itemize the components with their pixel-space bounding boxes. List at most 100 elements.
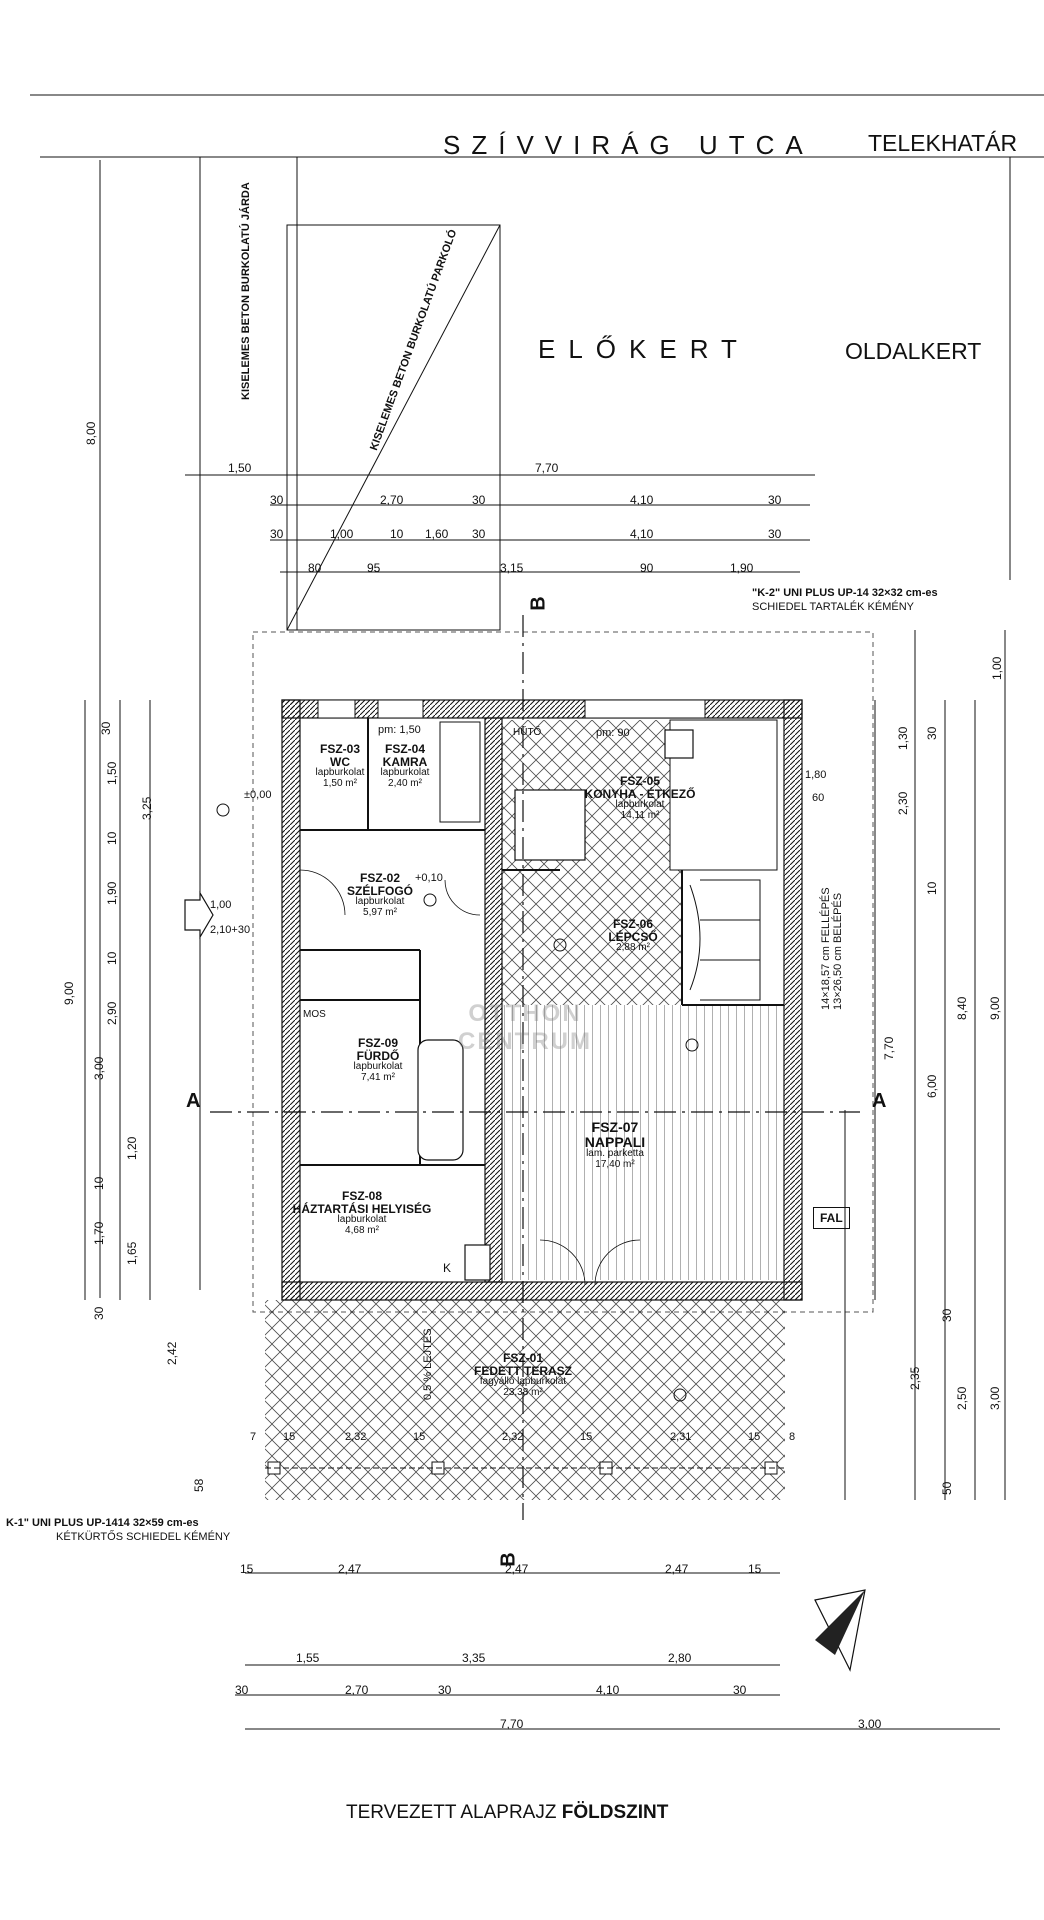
dim-left-a4: 10: [105, 951, 119, 965]
dim-top-3b: 1,00: [330, 527, 354, 541]
slope-note: 0,5 % LEJTÉS: [422, 1328, 434, 1400]
k-label: K: [443, 1261, 452, 1275]
dim-terr-5: 15: [580, 1431, 593, 1443]
entrance-height: 2,10+30: [210, 924, 251, 936]
street-name: SZÍVVIRÁG UTCA: [443, 130, 814, 160]
dim-bot-3a: 30: [235, 1683, 249, 1697]
pm-90: pm: 90: [596, 727, 630, 739]
dim-left-b0: 3,25: [140, 796, 154, 820]
front-garden-label: ELŐKERT: [538, 334, 750, 364]
dim-bot-2a: 1,55: [296, 1651, 320, 1665]
dimension-lines: [84, 160, 1006, 1730]
dim-top-2e: 30: [768, 493, 782, 507]
parking-diagonal: [286, 224, 501, 631]
pm-150: pm: 1,50: [378, 724, 421, 736]
chimney-k1-sub: KÉTKÜRTŐS SCHIEDEL KÉMÉNY: [56, 1530, 231, 1543]
dim-right-a5: 30: [940, 1308, 954, 1322]
entrance-width: 1,00: [210, 899, 232, 911]
top-windows: [317, 699, 706, 719]
dim-terr-0: 7: [250, 1431, 257, 1443]
dim-bot-3d: 4,10: [596, 1683, 620, 1697]
dim-right-a6: 2,35: [908, 1366, 922, 1390]
room-kitchen: FSZ-05 KONYHA - ÉTKEZŐ lapburkolat 14,11…: [584, 774, 696, 821]
door-swings: [299, 869, 641, 1286]
dim-bot-3c: 30: [438, 1683, 452, 1697]
dim-bot-1b: 2,47: [338, 1562, 362, 1576]
chimney-k1: [464, 1244, 491, 1281]
chimney-k1-title: K-1" UNI PLUS UP-1414 32×59 cm-es: [6, 1517, 199, 1529]
dim-left-a9: 1,70: [92, 1221, 106, 1245]
chimney-k1-note: K-1" UNI PLUS UP-1414 32×59 cm-es KÉTKÜR…: [6, 1517, 230, 1545]
dim-left-b1: 1,65: [125, 1241, 139, 1265]
dim-right-a3: 2,30: [896, 791, 910, 815]
dim-bot-1e: 15: [748, 1562, 762, 1576]
sidewalk-note: KISELEMES BETON BURKOLATÚ JÁRDA: [240, 182, 252, 400]
dim-terr-1: 15: [283, 1431, 296, 1443]
dim-top-1a: 1,50: [228, 461, 252, 475]
dim-left-a1: 1,50: [105, 761, 119, 785]
dim-top-3e: 30: [472, 527, 486, 541]
room-utility: FSZ-08 HÁZTARTÁSI HELYISÉG lapburkolat 4…: [292, 1189, 432, 1236]
side-garden-label: OLDALKERT: [845, 338, 982, 364]
dim-right-b5: 2,50: [955, 1386, 969, 1410]
dim-left-a8: 1,20: [125, 1136, 139, 1160]
dim-right-a1: 1,30: [896, 726, 910, 750]
dim-60: 60: [812, 792, 825, 804]
chimney-k2-sub: SCHIEDEL TARTALÉK KÉMÉNY: [752, 600, 914, 613]
dim-58: 58: [192, 1478, 206, 1492]
dim-left-front: 8,00: [84, 421, 98, 445]
dim-left-a2: 10: [105, 831, 119, 845]
dim-right-a2: 30: [925, 726, 939, 740]
dim-bot-2c: 2,80: [668, 1651, 692, 1665]
dim-bot-4b: 3,00: [858, 1717, 882, 1731]
dim-top-2a: 30: [270, 493, 284, 507]
dim-180: 1,80: [805, 769, 827, 781]
dim-242: 2,42: [165, 1341, 179, 1365]
chimney-k2-note: "K-2" UNI PLUS UP-14 32×32 cm-es SCHIEDE…: [752, 587, 938, 615]
dim-bot-4a: 7,70: [500, 1717, 524, 1731]
dim-top-4b: 95: [367, 561, 381, 575]
room-kamra: FSZ-04 KAMRA lapburkolat 2,40 m²: [380, 742, 430, 789]
dim-left-a3: 1,90: [105, 881, 119, 905]
dim-top-4d: 90: [640, 561, 654, 575]
section-a-left: A: [186, 1090, 201, 1112]
dim-top-4a: 80: [308, 561, 322, 575]
dim-top-2b: 2,70: [380, 493, 404, 507]
dim-top-3a: 30: [270, 527, 284, 541]
chimney-k2: [664, 729, 694, 759]
room-vestibule: FSZ-02 SZÉLFOGÓ lapburkolat 5,97 m²: [347, 871, 413, 918]
entrance-arrow-icon: [184, 890, 214, 940]
parking-box: [286, 224, 501, 631]
plot-boundary-label: TELEKHATÁR: [868, 130, 1018, 156]
stair-floor: [502, 870, 682, 1005]
dim-top-2d: 4,10: [630, 493, 654, 507]
level-zero: ±0,00: [244, 789, 272, 801]
dim-top-3f: 4,10: [630, 527, 654, 541]
dim-right-b3: 7,70: [882, 1036, 896, 1060]
living-floor: [502, 1005, 777, 1280]
dim-bot-2b: 3,35: [462, 1651, 486, 1665]
roof-outline: [252, 631, 874, 1313]
dim-top-3d: 1,60: [425, 527, 449, 541]
dim-left-a10: 30: [92, 1306, 106, 1320]
chimney-k2-title: "K-2" UNI PLUS UP-14 32×32 cm-es: [752, 587, 938, 599]
wall-tag: FAL: [813, 1207, 850, 1229]
dim-terr-6: 2,31: [670, 1431, 692, 1443]
watermark: OTTHON CENTRUM: [455, 1000, 595, 1056]
staircase: [689, 879, 761, 1001]
dim-bot-3e: 30: [733, 1683, 747, 1697]
watermark-line1: OTTHON: [468, 1000, 582, 1027]
dim-terr-7: 15: [748, 1431, 761, 1443]
room-stairs: FSZ-06 LÉPCSŐ 2,88 m²: [608, 917, 658, 954]
dim-bot-1d: 2,47: [665, 1562, 689, 1576]
caption-emph: FÖLDSZINT: [561, 1802, 669, 1823]
room-wc: FSZ-03 WC lapburkolat 1,50 m²: [315, 742, 365, 789]
room-bathroom: FSZ-09 FÜRDŐ lapburkolat 7,41 m²: [353, 1036, 403, 1083]
terrace-floor: [265, 1300, 785, 1500]
dim-top-3g: 30: [768, 527, 782, 541]
dim-right-b1: 8,40: [955, 996, 969, 1020]
bathtub: [417, 1039, 464, 1161]
fridge-label: HŰTŐ: [513, 727, 542, 738]
dim-left-total: 9,00: [62, 981, 76, 1005]
